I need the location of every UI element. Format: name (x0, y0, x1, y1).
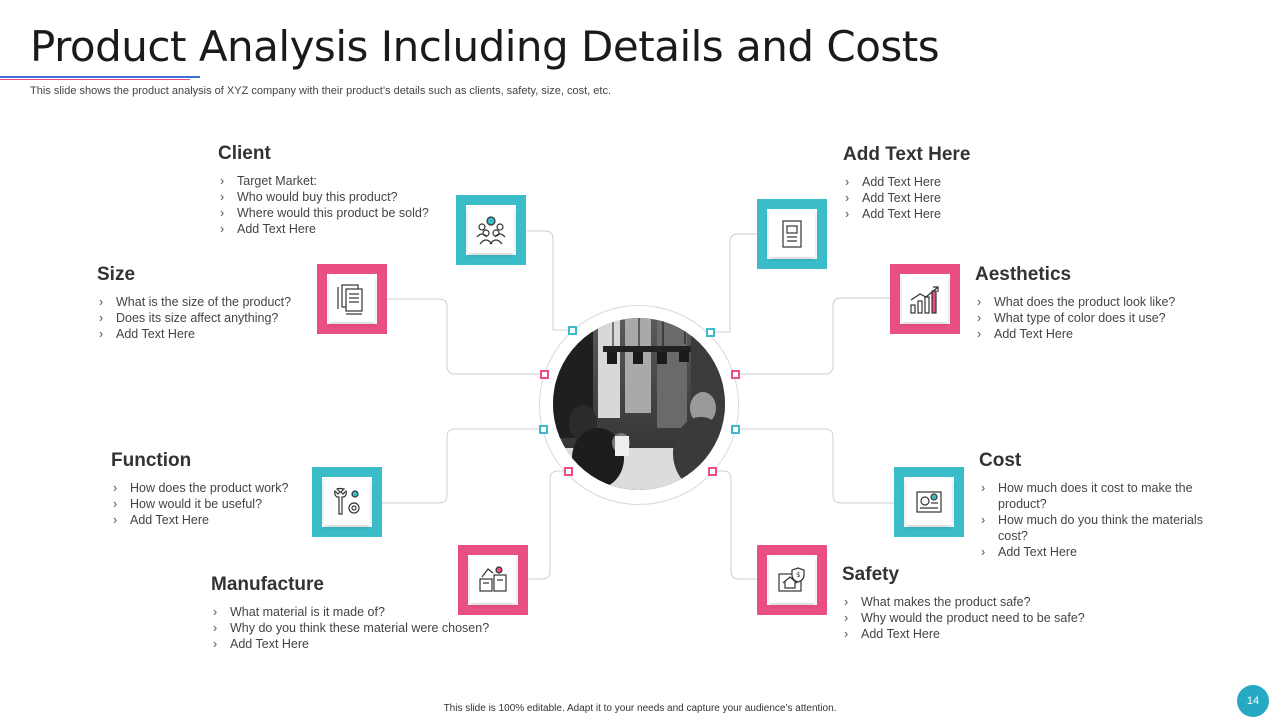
title-underline-blue (0, 76, 200, 78)
function-icon-box[interactable] (312, 467, 382, 537)
connector-node-size (540, 370, 549, 379)
connector-node-client (568, 326, 577, 335)
tools-gear-icon (334, 487, 360, 515)
list-item: Where would this product be sold? (218, 205, 458, 221)
aesthetics-icon-box[interactable] (890, 264, 960, 334)
list-item: Who would buy this product? (218, 189, 458, 205)
footer-note: This slide is 100% editable. Adapt it to… (443, 703, 837, 714)
title-underline-pink (0, 79, 190, 80)
connector-node-safety (708, 467, 717, 476)
list-item: Add Text Here (97, 326, 312, 342)
aesthetics-section: Aesthetics What does the product look li… (975, 264, 1205, 342)
connector-safety (712, 470, 757, 580)
slide-title: Product Analysis Including Details and C… (30, 22, 940, 71)
manufacture-section: Manufacture What material is it made of?… (211, 574, 511, 652)
connector-node-add-text (706, 328, 715, 337)
center-meeting-photo (553, 318, 725, 490)
list-item: How would it be useful? (111, 496, 311, 512)
secure-house-shield-icon: $ (778, 567, 805, 592)
factory-machine-icon (479, 566, 507, 592)
manufacture-heading: Manufacture (211, 574, 324, 595)
cost-heading: Cost (979, 450, 1022, 471)
connector-node-aesthetics (731, 370, 740, 379)
list-item: What is the size of the product? (97, 294, 312, 310)
connector-manufacture (527, 470, 568, 580)
document-dimensions-icon (337, 284, 363, 315)
size-list: What is the size of the product? Does it… (97, 294, 312, 342)
connector-node-cost (731, 425, 740, 434)
page-number-badge: 14 (1237, 685, 1269, 717)
aesthetics-heading: Aesthetics (975, 264, 1072, 285)
list-item: What makes the product safe? (842, 594, 1112, 610)
connector-client (527, 230, 572, 331)
connector-cost (735, 428, 895, 504)
list-item: Why would the product need to be safe? (842, 610, 1112, 626)
safety-heading: Safety (842, 564, 900, 585)
connector-node-manufacture (564, 467, 573, 476)
connector-add-text (710, 233, 757, 333)
size-section: Size What is the size of the product? Do… (97, 264, 312, 342)
function-heading: Function (111, 450, 192, 471)
cost-list: How much does it cost to make the produc… (979, 480, 1217, 560)
list-item: What type of color does it use? (975, 310, 1205, 326)
list-item: Add Text Here (842, 626, 1112, 642)
price-tag-icon (916, 491, 942, 513)
list-item: How much do you think the materials cost… (979, 512, 1217, 544)
add-text-heading: Add Text Here (843, 144, 971, 165)
list-item: Add Text Here (979, 544, 1217, 560)
safety-icon-box[interactable]: $ (757, 545, 827, 615)
add-text-icon-box[interactable] (757, 199, 827, 269)
list-item: What material is it made of? (211, 604, 511, 620)
aesthetics-list: What does the product look like? What ty… (975, 294, 1205, 342)
client-list: Target Market: Who would buy this produc… (218, 173, 458, 237)
client-section: Client Target Market: Who would buy this… (218, 143, 458, 237)
list-item: Add Text Here (211, 636, 511, 652)
list-item: Does its size affect anything? (97, 310, 312, 326)
list-item: Add Text Here (843, 206, 1043, 222)
cost-icon-box[interactable] (894, 467, 964, 537)
slide-subtitle: This slide shows the product analysis of… (30, 85, 612, 97)
manufacture-list: What material is it made of? Why do you … (211, 604, 511, 652)
add-text-section: Add Text Here Add Text Here Add Text Her… (843, 144, 1043, 222)
add-text-list: Add Text Here Add Text Here Add Text Her… (843, 174, 1043, 222)
list-item: Target Market: (218, 173, 458, 189)
list-item: Add Text Here (843, 174, 1043, 190)
connector-size (387, 298, 544, 375)
function-section: Function How does the product work? How … (111, 450, 311, 528)
list-item: Add Text Here (111, 512, 311, 528)
size-icon-box[interactable] (317, 264, 387, 334)
bar-chart-growth-icon (910, 286, 939, 314)
connector-aesthetics (735, 297, 890, 375)
connector-function (382, 428, 543, 504)
list-item: How does the product work? (111, 480, 311, 496)
client-icon-box[interactable] (456, 195, 526, 265)
safety-section: Safety What makes the product safe? Why … (842, 564, 1112, 642)
function-list: How does the product work? How would it … (111, 480, 311, 528)
cost-section: Cost How much does it cost to make the p… (979, 450, 1217, 560)
people-group-icon (476, 216, 506, 245)
list-item: Add Text Here (218, 221, 458, 237)
size-heading: Size (97, 264, 136, 285)
safety-list: What makes the product safe? Why would t… (842, 594, 1112, 642)
svg-text:$: $ (796, 571, 800, 579)
document-list-icon (782, 220, 802, 248)
list-item: Add Text Here (843, 190, 1043, 206)
connector-node-function (539, 425, 548, 434)
client-heading: Client (218, 143, 271, 164)
list-item: Add Text Here (975, 326, 1205, 342)
list-item: How much does it cost to make the produc… (979, 480, 1217, 512)
list-item: Why do you think these material were cho… (211, 620, 511, 636)
list-item: What does the product look like? (975, 294, 1205, 310)
